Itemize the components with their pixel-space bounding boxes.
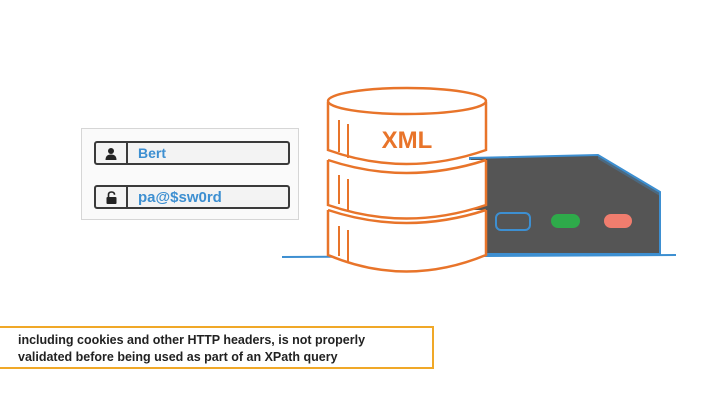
username-field[interactable]: Bert [94, 141, 290, 165]
server-slot [495, 212, 531, 231]
username-value: Bert [138, 145, 167, 161]
caption-line-1: including cookies and other HTTP headers… [18, 333, 366, 347]
login-form: Bert pa@$sw0rd [81, 128, 299, 220]
server-box-icon [469, 153, 661, 255]
database-label: XML [382, 127, 433, 154]
padlock-icon [96, 187, 128, 207]
password-field[interactable]: pa@$sw0rd [94, 185, 290, 209]
user-icon [96, 143, 128, 163]
status-light-red [604, 214, 632, 228]
status-light-green [551, 214, 580, 228]
database-cylinder-icon [326, 86, 488, 273]
caption-box: including cookies and other HTTP headers… [0, 326, 434, 369]
password-value: pa@$sw0rd [138, 188, 222, 206]
caption-line-2: validated before being used as part of a… [18, 350, 338, 364]
